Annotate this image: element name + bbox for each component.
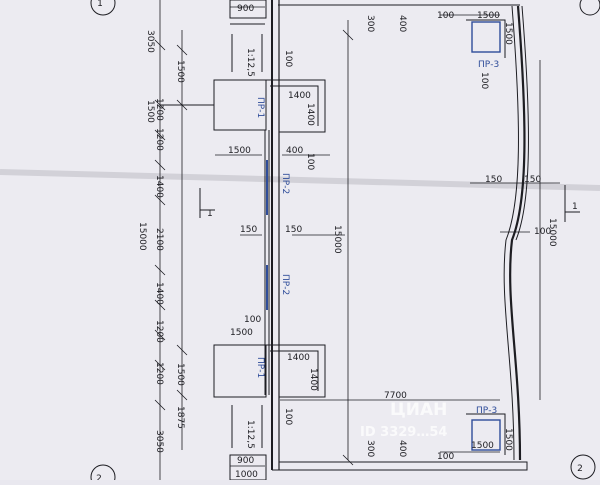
opening-label: ПР-2 — [280, 173, 290, 194]
dim-right: 150 — [524, 175, 541, 185]
section-mark-right — [564, 185, 580, 222]
dim-left: 1200 — [154, 320, 164, 343]
axis-label: 1 — [97, 0, 103, 9]
dim-right: 100 — [437, 452, 454, 462]
dim-right: 1500 — [503, 22, 513, 45]
dim-right: 1500 — [471, 441, 494, 451]
opening-label: ПР-3 — [478, 60, 499, 70]
opening-label: ПР-3 — [476, 406, 497, 416]
dim-overall: 15000 — [137, 222, 147, 251]
dim-right: 100 — [437, 11, 454, 21]
building-walls — [271, 0, 529, 471]
opening-label: ПР-1 — [255, 357, 265, 378]
dim-left: 1500 — [145, 100, 155, 123]
section-label: 1 — [207, 209, 213, 219]
dim-left: 1200 — [154, 98, 164, 121]
dim-left: 1400 — [154, 175, 164, 198]
dim-step: 1500 — [230, 328, 253, 338]
corner-box-top — [466, 19, 506, 58]
labels: 1 2 2 1 1 1:12,5 1:12,5 ПР-1 ПР-2 ПР-2 П… — [96, 0, 583, 484]
ramp-top — [229, 0, 267, 72]
dim-right: 300 — [365, 440, 375, 457]
paper-fold — [0, 169, 600, 191]
dim-left-inner: 1500 — [175, 363, 185, 386]
axis-marker-2-left — [90, 464, 116, 485]
axis-marker-1 — [90, 0, 116, 16]
dim-right: 7700 — [384, 391, 407, 401]
dim-right: 300 — [365, 15, 375, 32]
dim-step: 100 — [305, 153, 315, 170]
dim-step: 1500 — [228, 146, 251, 156]
dim-step: 100 — [283, 408, 293, 425]
dim-step: 1400 — [305, 103, 315, 126]
dim-left-inner: 1500 — [175, 60, 185, 83]
dim-step: 1400 — [287, 353, 310, 363]
axis-marker-top-right — [579, 0, 600, 16]
corner-box-bottom — [466, 413, 506, 455]
section-mark-left — [199, 188, 215, 218]
dim-left: 1400 — [154, 282, 164, 305]
watermark-id: ID 3329…54 — [360, 425, 447, 440]
dim-left: 3050 — [154, 430, 164, 453]
slope-label: 1:12,5 — [245, 420, 255, 449]
dim-step: 150 — [285, 225, 302, 235]
dim-step: 1400 — [288, 91, 311, 101]
dim-left: 3050 — [145, 30, 155, 53]
dim-left: 2100 — [154, 228, 164, 251]
axis-label: 2 — [577, 464, 583, 474]
slope-label: 1:12,5 — [245, 48, 255, 77]
dim-right: 100 — [479, 72, 489, 89]
dim-right: 150 — [485, 175, 502, 185]
section-label: 1 — [572, 202, 578, 212]
dim-step: 1400 — [308, 368, 318, 391]
vestibule-bottom — [213, 344, 326, 398]
dim-right: 1500 — [503, 428, 513, 451]
dim-step: 150 — [240, 225, 257, 235]
dim-overall: 15000 — [332, 225, 342, 254]
dim-left: 1200 — [154, 128, 164, 151]
opening-label: ПР-2 — [280, 274, 290, 295]
dim-left: 1200 — [154, 362, 164, 385]
dim-right: 1500 — [477, 11, 500, 21]
dim-right: 100 — [534, 227, 551, 237]
dim-right: 400 — [397, 15, 407, 32]
window-strip — [264, 130, 270, 395]
dim-left: 1875 — [175, 406, 185, 429]
vestibule-top — [160, 79, 326, 133]
dim-right: 400 — [397, 440, 407, 457]
dim-step: 400 — [286, 146, 303, 156]
axis-marker-2-right — [570, 454, 596, 480]
dimension-lines — [154, 0, 560, 480]
watermark: ЦИАН — [390, 400, 447, 420]
opening-label: ПР-1 — [255, 97, 265, 118]
dim-porch: 900 — [237, 456, 254, 466]
dim-step: 100 — [244, 315, 261, 325]
dim-step: 100 — [283, 50, 293, 67]
axis-label: 2 — [96, 474, 102, 480]
dim-porch: 1000 — [235, 470, 258, 480]
dim-overall: 15000 — [547, 218, 557, 247]
dim-porch: 900 — [237, 4, 254, 14]
